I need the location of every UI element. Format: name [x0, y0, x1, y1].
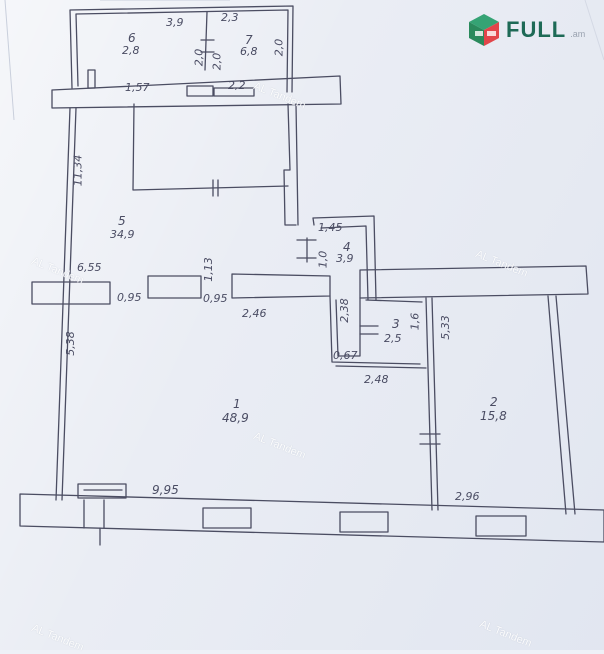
room-6-number: 6 [128, 31, 136, 45]
room-2-area: 15,8 [480, 409, 507, 423]
room-7-area: 6,8 [240, 45, 258, 58]
room-4-area: 3,9 [336, 252, 354, 265]
dim-label: 0,95 [203, 292, 228, 305]
dim-label: 2,46 [242, 307, 267, 320]
dim-label: 1,6 [408, 312, 422, 331]
dim-label: 2,96 [455, 490, 480, 503]
room-2-number: 2 [490, 395, 498, 409]
dim-label: 2,0 [210, 52, 224, 71]
wall-upper [51, 75, 342, 109]
dim-label: 6,55 [77, 261, 102, 274]
room-1-area: 48,9 [222, 411, 249, 425]
room-1-number: 1 [233, 397, 241, 411]
wall-bottom [19, 493, 604, 543]
room-5-number: 5 [118, 214, 126, 228]
room-6-area: 2,8 [122, 44, 140, 57]
room-4-number: 4 [343, 240, 351, 254]
dim-label: 2,0 [192, 48, 206, 67]
dim-label: 5,38 [63, 331, 77, 356]
dim-label: 1,57 [125, 81, 150, 94]
room-3-number: 3 [392, 317, 400, 331]
logo-domain: .am [570, 29, 586, 39]
dim-label: 11,34 [71, 154, 85, 187]
dim-label: 2,2 [228, 79, 246, 92]
dim-label: 1,0 [316, 250, 330, 269]
cube-logo-icon [466, 12, 502, 48]
full-am-logo: FULL .am [466, 12, 585, 48]
logo-text: FULL [506, 17, 567, 42]
dim-label: 0,95 [117, 291, 142, 304]
dim-label: 1,45 [318, 221, 343, 234]
dim-label: 2,0 [272, 38, 286, 57]
dim-label: 2,3 [221, 11, 239, 24]
dim-label: 5,33 [438, 315, 452, 340]
dim-label: 0,67 [333, 349, 358, 362]
annex-outline [69, 5, 294, 93]
wall-middle [31, 281, 111, 305]
dim-label: 2,48 [364, 373, 389, 386]
dim-label: 1,13 [201, 257, 215, 282]
room-3-area: 2,5 [384, 332, 402, 345]
room-5-area: 34,9 [110, 228, 135, 241]
dim-label: 2,38 [337, 298, 351, 323]
dim-label: 3,9 [166, 16, 184, 29]
dim-label: 9,95 [152, 483, 179, 497]
room-7-number: 7 [245, 33, 253, 47]
annex-divider [204, 11, 208, 71]
